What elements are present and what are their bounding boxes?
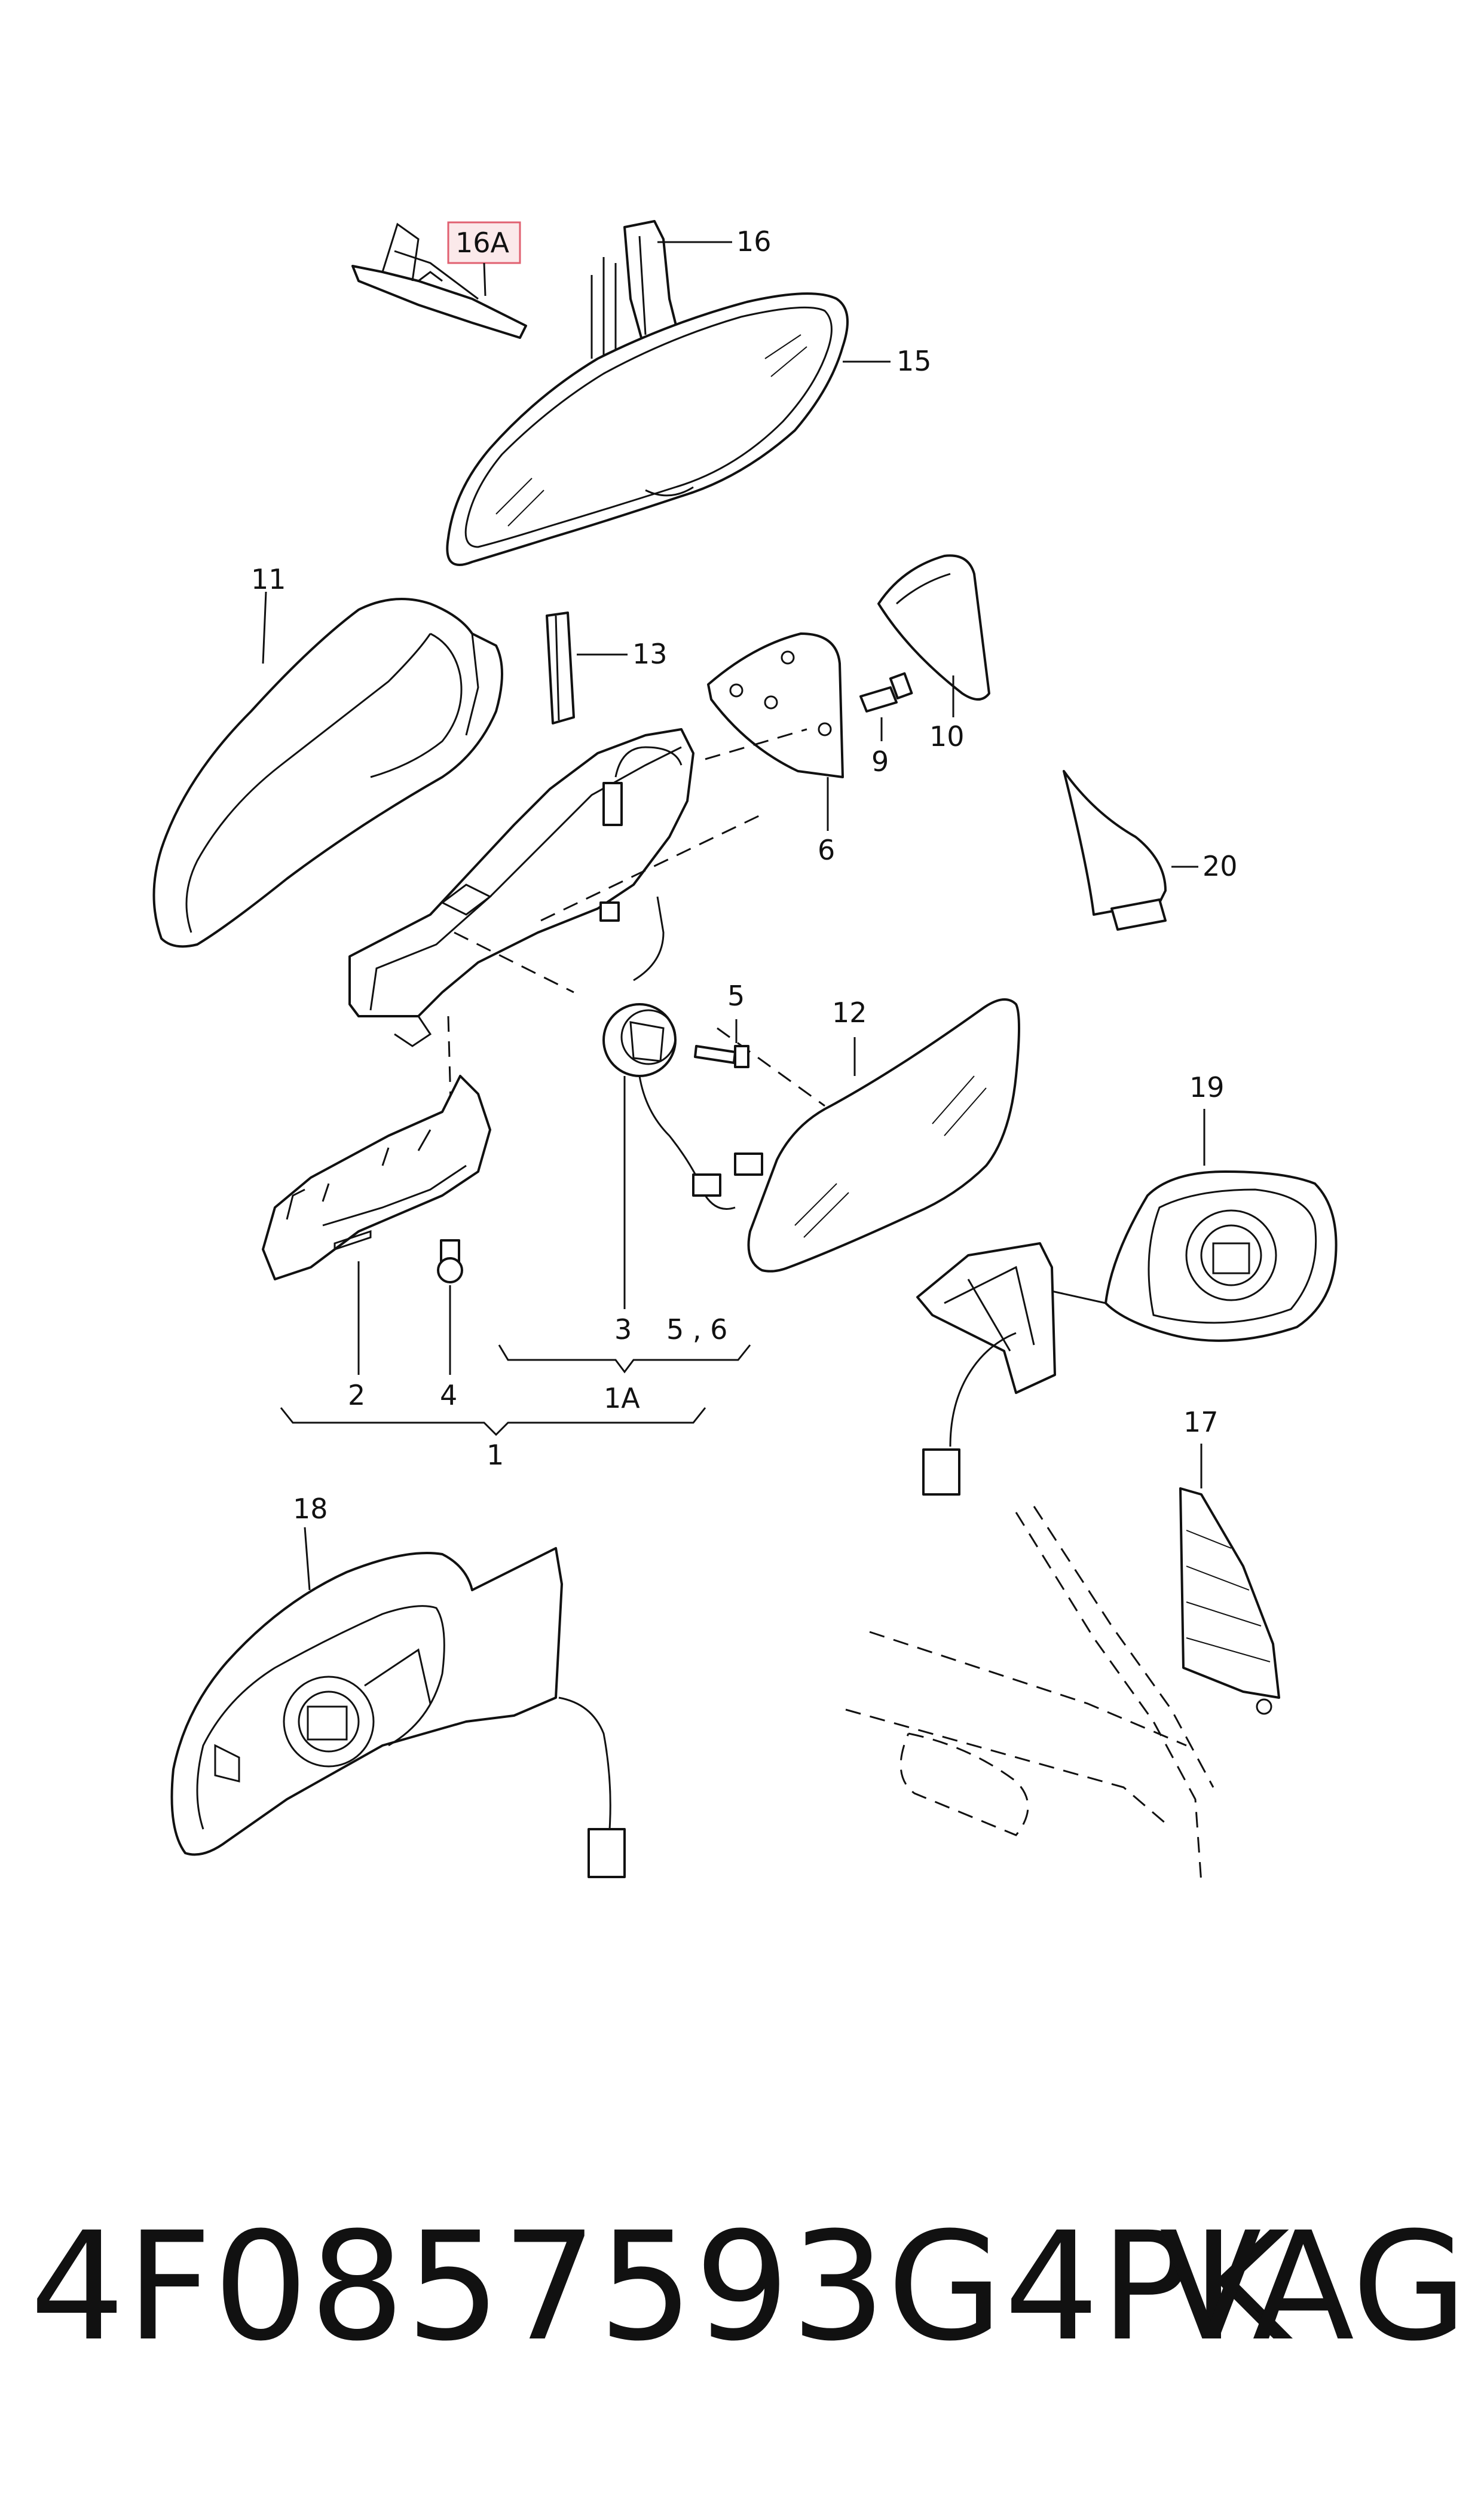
part-6-trim-plate (707, 632, 844, 778)
label-12[interactable]: 12 (832, 996, 867, 1029)
part-18-complete-mirror (170, 1547, 626, 1878)
label-3[interactable]: 3 (614, 1313, 632, 1346)
leader-18 (304, 1527, 311, 1591)
bracket-1a (498, 1344, 751, 1374)
label-16a[interactable]: 16A (455, 227, 510, 259)
label-20[interactable]: 20 (1203, 850, 1238, 882)
part-5-screw (694, 1045, 749, 1068)
part-4-screw (437, 1239, 463, 1283)
leader-16a (483, 262, 486, 296)
label-10[interactable]: 10 (929, 720, 965, 753)
label-4[interactable]: 4 (440, 1379, 457, 1411)
part-9-screw (859, 672, 913, 713)
label-1[interactable]: 1 (486, 1439, 504, 1471)
part-12-mirror-glass (734, 998, 1020, 1273)
label-6[interactable]: 6 (818, 834, 835, 866)
part-16a-bracket (351, 222, 527, 339)
footer: 4F0857593G4PK VAG (24, 2200, 1467, 2379)
label-16[interactable]: 16 (736, 225, 772, 258)
part-17-door-trim (1179, 1487, 1280, 1715)
label-11[interactable]: 11 (251, 563, 286, 595)
part-15-interior-mirror (446, 292, 849, 566)
label-5[interactable]: 5 (727, 980, 745, 1012)
leader-11 (262, 591, 267, 664)
label-19[interactable]: 19 (1189, 1071, 1225, 1103)
part-13-clip (546, 612, 575, 724)
label-18[interactable]: 18 (293, 1493, 328, 1525)
exploded-parts-diagram: 16A 16 15 11 13 10 9 (152, 220, 1338, 1884)
part-number: 4F0857593G4PK (30, 2200, 1291, 2374)
label-5-6[interactable]: 5 , 6 (666, 1313, 727, 1346)
part-2-lower-cover (262, 1075, 491, 1280)
part-20-corner-trim (1063, 770, 1167, 931)
label-2[interactable]: 2 (348, 1379, 365, 1411)
label-1a[interactable]: 1A (604, 1382, 640, 1414)
label-13[interactable]: 13 (632, 638, 668, 670)
part-19-complete-mirror (916, 1170, 1338, 1496)
callout-box-16a[interactable] (447, 221, 521, 264)
part-1-mirror-frame (348, 728, 694, 1047)
part-3-adjust-motor (602, 1003, 736, 1210)
brand-name: VAG (1159, 2200, 1468, 2374)
label-17[interactable]: 17 (1183, 1406, 1219, 1438)
bracket-1 (280, 1407, 706, 1436)
label-9[interactable]: 9 (871, 745, 889, 778)
part-10-triangle-cover (877, 554, 990, 701)
part-11-housing-cap (152, 598, 503, 948)
label-15[interactable]: 15 (896, 345, 932, 377)
